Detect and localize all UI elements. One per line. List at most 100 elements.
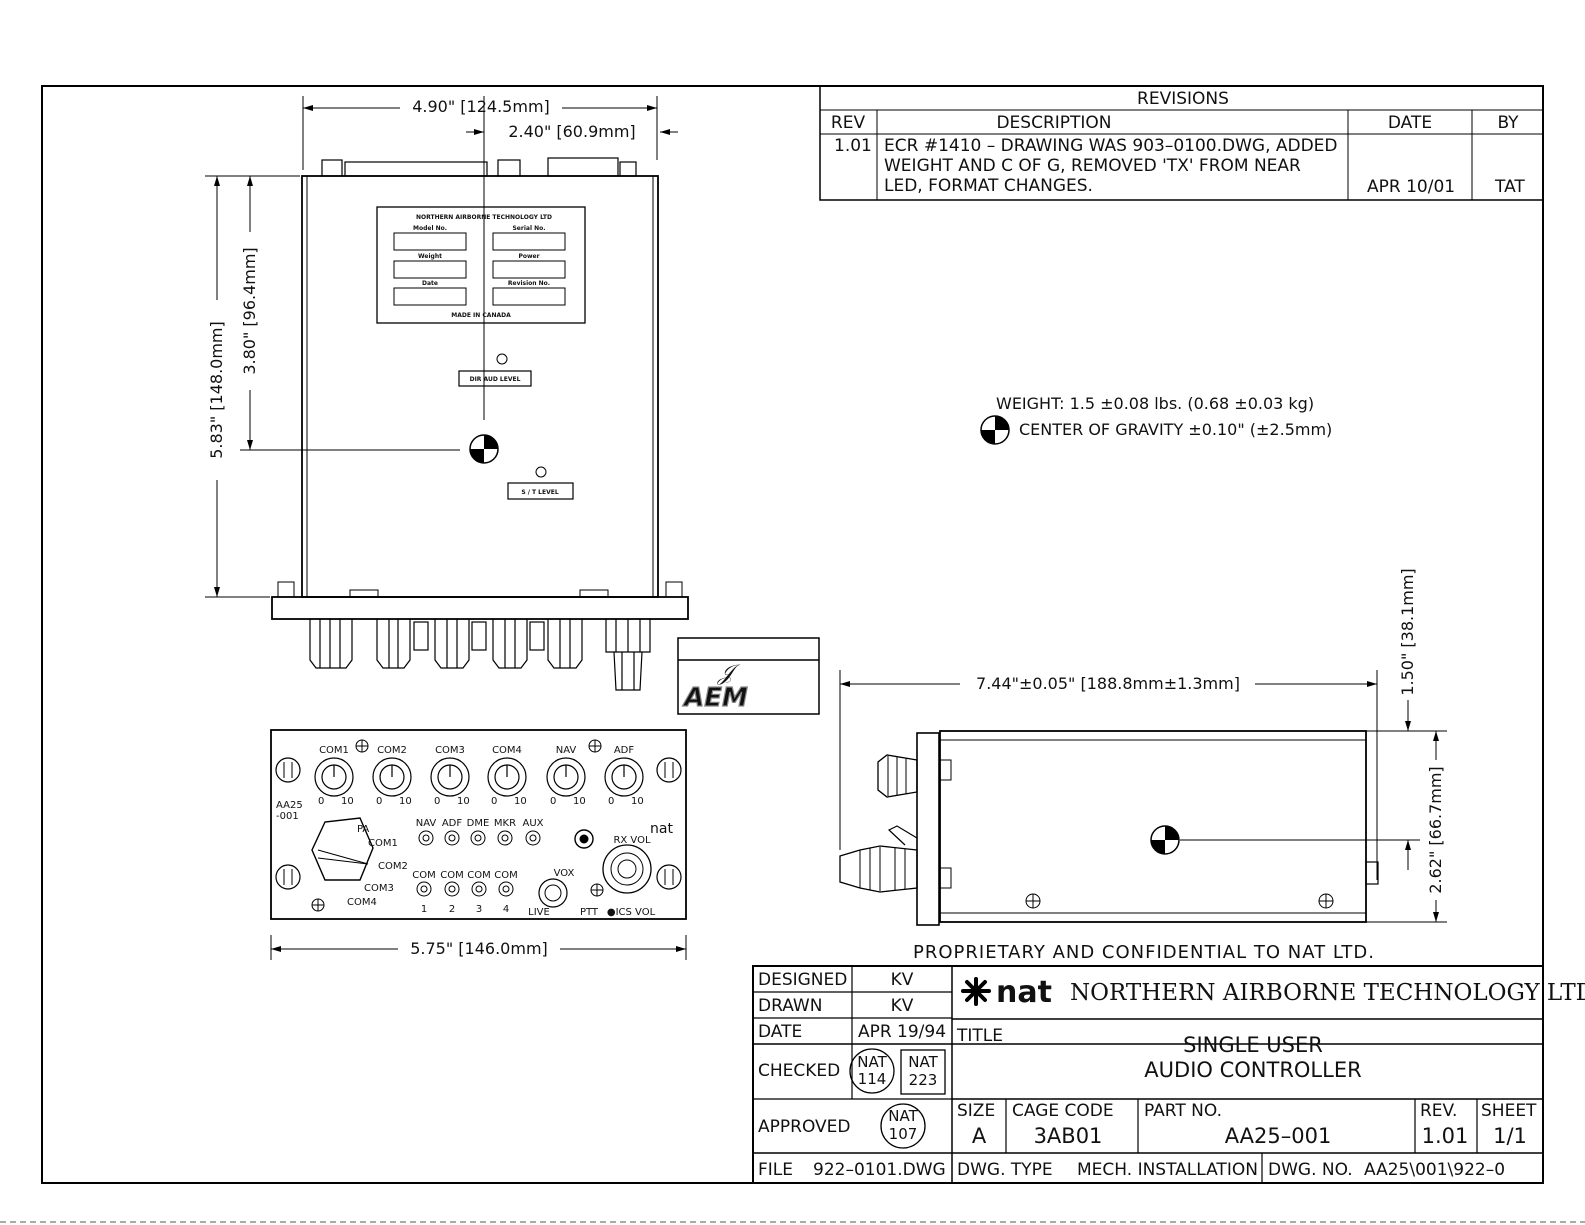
scale-max: 10 bbox=[631, 796, 644, 807]
selector-position: COM2 bbox=[378, 861, 408, 872]
checked-stamp-bottom: 223 bbox=[909, 1071, 938, 1089]
description-col-header: DESCRIPTION bbox=[996, 113, 1111, 133]
switch-number: 1 bbox=[421, 904, 427, 915]
nat-logo-icon bbox=[961, 977, 991, 1006]
by-col-header: BY bbox=[1497, 113, 1519, 133]
scale-min: 0 bbox=[491, 796, 497, 807]
approved-stamp-top: NAT bbox=[888, 1107, 918, 1125]
revision-description-line: WEIGHT AND C OF G, REMOVED 'TX' FROM NEA… bbox=[884, 156, 1301, 176]
side-top-height-dimension: 1.50" [38.1mm] bbox=[1398, 568, 1417, 695]
label-plate-made-in: MADE IN CANADA bbox=[451, 312, 511, 319]
live-label: LIVE bbox=[528, 907, 550, 918]
top-cg-height-dimension: 3.80" [96.4mm] bbox=[240, 247, 259, 374]
side-view bbox=[839, 670, 1447, 926]
selector-position: COM4 bbox=[347, 897, 377, 908]
knob-label: COM2 bbox=[377, 745, 407, 756]
cage-value: 3AB01 bbox=[1034, 1124, 1103, 1148]
scale-min: 0 bbox=[318, 796, 324, 807]
revision-date: APR 10/01 bbox=[1367, 177, 1455, 197]
switch-label: AUX bbox=[522, 818, 543, 829]
front-model-line1: AA25 bbox=[276, 800, 303, 811]
knob-label: NAV bbox=[556, 745, 577, 756]
file-value: 922–0101.DWG bbox=[813, 1160, 946, 1180]
drawn-value: KV bbox=[891, 996, 914, 1016]
knob-label: COM3 bbox=[435, 745, 465, 756]
company-name: NORTHERN AIRBORNE TECHNOLOGY LTD. bbox=[1070, 980, 1585, 1006]
side-body-height-dimension: 2.62" [66.7mm] bbox=[1426, 766, 1445, 893]
label-plate-field: Model No. bbox=[413, 225, 447, 232]
cg-symbol-side bbox=[1150, 825, 1180, 855]
knob-label: COM1 bbox=[319, 745, 349, 756]
rx-vol-label: RX VOL bbox=[613, 835, 651, 846]
proprietary-notice: PROPRIETARY AND CONFIDENTIAL TO NAT LTD. bbox=[913, 942, 1375, 963]
cage-label: CAGE CODE bbox=[1012, 1101, 1114, 1121]
selector-position: COM3 bbox=[364, 883, 394, 894]
switch-label: NAV bbox=[416, 818, 437, 829]
scale-min: 0 bbox=[376, 796, 382, 807]
scale-min: 0 bbox=[550, 796, 556, 807]
part-label: PART NO. bbox=[1144, 1101, 1222, 1121]
designed-value: KV bbox=[891, 970, 914, 990]
date-value: APR 19/94 bbox=[858, 1022, 946, 1042]
rev-label: REV. bbox=[1420, 1101, 1457, 1121]
label-plate-company: NORTHERN AIRBORNE TECHNOLOGY LTD bbox=[416, 214, 552, 221]
front-model-line2: -001 bbox=[276, 811, 299, 822]
date-col-header: DATE bbox=[1388, 113, 1432, 133]
vox-label: VOX bbox=[554, 868, 575, 879]
sheet-label: SHEET bbox=[1481, 1101, 1537, 1121]
top-width-dimension: 4.90" [124.5mm] bbox=[412, 97, 550, 116]
size-label: SIZE bbox=[957, 1101, 995, 1121]
revisions-heading: REVISIONS bbox=[1137, 89, 1229, 109]
scale-max: 10 bbox=[573, 796, 586, 807]
label-plate-field: Date bbox=[422, 280, 438, 287]
scale-max: 10 bbox=[341, 796, 354, 807]
approval-stamp: 𝒥 AEM bbox=[677, 637, 820, 715]
knob-label: COM4 bbox=[492, 745, 522, 756]
knob-label: ADF bbox=[614, 745, 635, 756]
checked-stamp-top: NAT bbox=[908, 1053, 938, 1071]
switch-label: COM bbox=[412, 870, 435, 881]
selector-position: COM1 bbox=[368, 838, 398, 849]
switch-label: ADF bbox=[442, 818, 463, 829]
sheet-value: 1/1 bbox=[1493, 1124, 1527, 1148]
ptt-label: PTT bbox=[580, 907, 599, 918]
revision-rev: 1.01 bbox=[834, 136, 872, 156]
checked-stamp-bottom: 114 bbox=[858, 1070, 887, 1088]
scale-max: 10 bbox=[514, 796, 527, 807]
title-block-grid bbox=[752, 965, 1544, 1184]
approved-label: APPROVED bbox=[758, 1117, 851, 1137]
ics-vol-label: ●ICS VOL bbox=[607, 907, 656, 918]
checked-label: CHECKED bbox=[758, 1061, 840, 1081]
cg-symbol-legend bbox=[980, 415, 1010, 445]
part-value: AA25–001 bbox=[1225, 1124, 1332, 1148]
dwg-type-label: DWG. TYPE bbox=[957, 1160, 1053, 1180]
switch-number: 4 bbox=[503, 904, 509, 915]
size-value: A bbox=[972, 1124, 987, 1148]
top-height-dimension: 5.83" [148.0mm] bbox=[207, 321, 226, 459]
scale-min: 0 bbox=[608, 796, 614, 807]
switch-label: COM bbox=[440, 870, 463, 881]
switch-label: DME bbox=[467, 818, 490, 829]
date-label: DATE bbox=[758, 1022, 802, 1042]
scale-max: 10 bbox=[457, 796, 470, 807]
nat-logo-text: nat bbox=[996, 975, 1052, 1010]
weight-spec: WEIGHT: 1.5 ±0.08 lbs. (0.68 ±0.03 kg) bbox=[996, 394, 1314, 413]
cog-spec: CENTER OF GRAVITY ±0.10" (±2.5mm) bbox=[1019, 420, 1332, 439]
scale-max: 10 bbox=[399, 796, 412, 807]
front-brand: nat bbox=[650, 821, 673, 837]
scale-min: 0 bbox=[434, 796, 440, 807]
title-line1: SINGLE USER bbox=[1183, 1033, 1323, 1057]
dir-aud-level-label: DIR AUD LEVEL bbox=[470, 376, 521, 383]
label-plate-field: Serial No. bbox=[512, 225, 545, 232]
designed-label: DESIGNED bbox=[758, 970, 847, 990]
switch-number: 2 bbox=[449, 904, 455, 915]
switch-label: COM bbox=[494, 870, 517, 881]
label-plate-field: Weight bbox=[418, 253, 442, 260]
rev-col-header: REV bbox=[831, 113, 866, 133]
title-label: TITLE bbox=[956, 1026, 1003, 1046]
top-cg-offset-dimension: 2.40" [60.9mm] bbox=[508, 122, 635, 141]
front-panel bbox=[270, 729, 687, 960]
switch-number: 3 bbox=[476, 904, 482, 915]
revisions-table: REVISIONS REV DESCRIPTION DATE BY 1.01 E… bbox=[819, 85, 1544, 201]
